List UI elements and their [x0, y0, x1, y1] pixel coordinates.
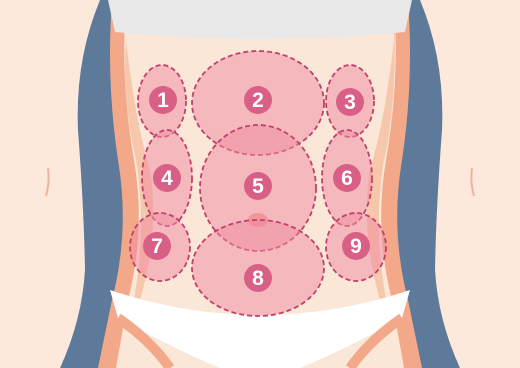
region-3-number: 3: [344, 91, 356, 114]
region-1-badge: 1: [149, 86, 177, 114]
region-7-badge: 7: [143, 232, 171, 260]
region-4-number: 4: [161, 167, 173, 190]
region-3-badge: 3: [336, 88, 364, 116]
region-5-badge: 5: [244, 172, 272, 200]
region-8-badge: 8: [244, 264, 272, 292]
region-5-number: 5: [252, 175, 264, 198]
region-1-number: 1: [157, 89, 169, 112]
region-6-number: 6: [341, 167, 353, 190]
region-6-badge: 6: [333, 164, 361, 192]
region-9-badge: 9: [342, 232, 370, 260]
shirt-hem: [108, 0, 412, 39]
region-8-number: 8: [252, 267, 264, 290]
region-2-badge: 2: [244, 86, 272, 114]
region-2-number: 2: [252, 89, 264, 112]
region-9-number: 9: [350, 235, 362, 258]
region-7-number: 7: [151, 235, 163, 258]
region-4-badge: 4: [153, 164, 181, 192]
